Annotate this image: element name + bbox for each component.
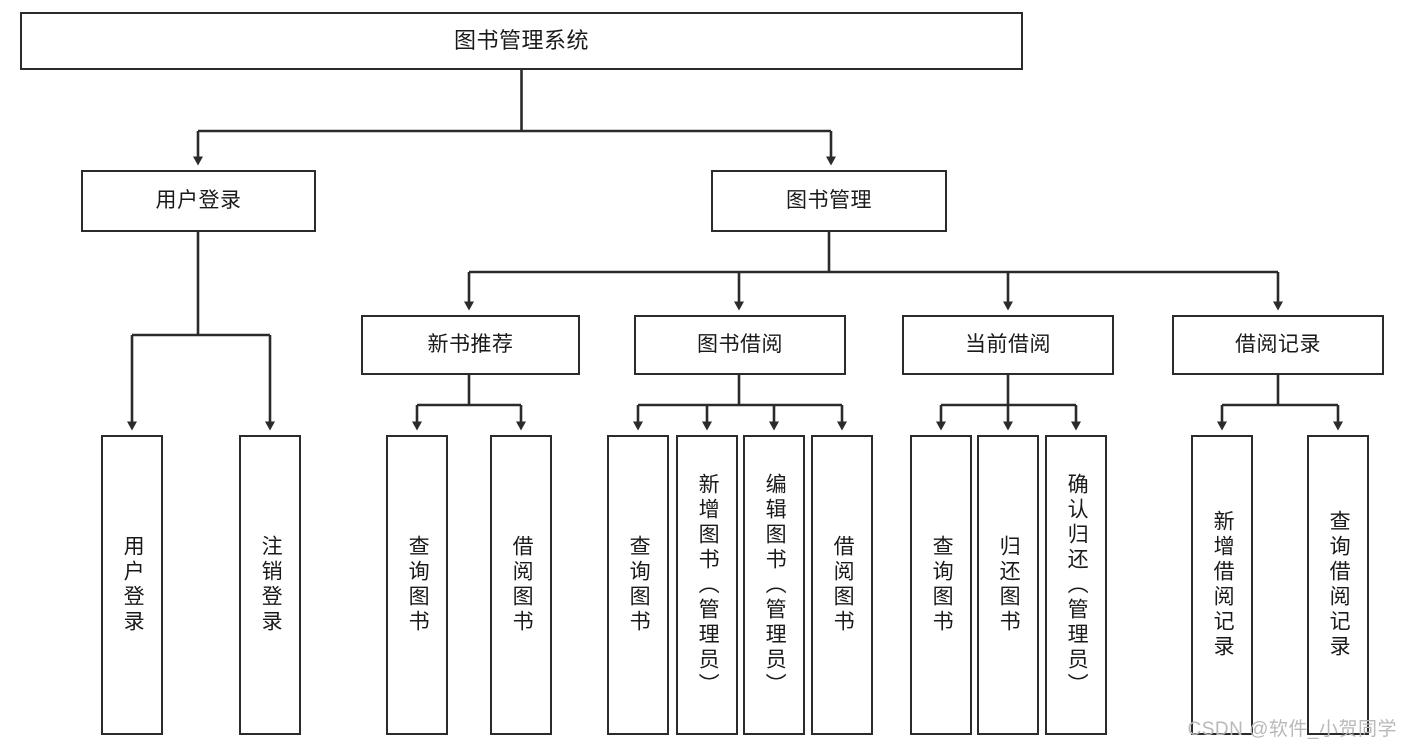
node-leaf-logout-login-label: 注销登录	[259, 535, 283, 635]
node-leaf-borrow-book-1-label: 借阅图书	[510, 535, 534, 635]
node-book-manage-label: 图书管理	[786, 188, 872, 212]
node-leaf-logout-login[interactable]: 注销登录	[239, 435, 301, 735]
node-leaf-return-book[interactable]: 归还图书	[977, 435, 1039, 735]
node-leaf-add-record-label: 新增借阅记录	[1211, 510, 1235, 660]
node-new-book-recommend-label: 新书推荐	[427, 332, 514, 356]
node-leaf-query-record-label: 查询借阅记录	[1327, 510, 1351, 660]
node-user-login[interactable]: 用户登录	[81, 170, 316, 232]
node-leaf-edit-book[interactable]: 编辑图书（管理员）	[743, 435, 805, 735]
node-current-borrow[interactable]: 当前借阅	[902, 315, 1114, 375]
node-book-borrow[interactable]: 图书借阅	[634, 315, 846, 375]
node-book-manage[interactable]: 图书管理	[711, 170, 947, 232]
node-leaf-query-book-3[interactable]: 查询图书	[910, 435, 972, 735]
node-leaf-query-book-1-label: 查询图书	[406, 535, 430, 635]
node-leaf-add-book[interactable]: 新增图书（管理员）	[676, 435, 738, 735]
node-leaf-query-book-3-label: 查询图书	[930, 535, 954, 635]
node-user-login-label: 用户登录	[155, 188, 242, 212]
node-leaf-borrow-book-1[interactable]: 借阅图书	[490, 435, 552, 735]
node-leaf-confirm-return-label: 确认归还（管理员）	[1065, 472, 1089, 698]
node-leaf-add-book-label: 新增图书（管理员）	[696, 472, 720, 698]
node-leaf-borrow-book-2[interactable]: 借阅图书	[811, 435, 873, 735]
node-leaf-query-book-2[interactable]: 查询图书	[607, 435, 669, 735]
node-leaf-query-book-2-label: 查询图书	[627, 535, 651, 635]
node-leaf-query-record[interactable]: 查询借阅记录	[1307, 435, 1369, 735]
node-borrow-record[interactable]: 借阅记录	[1172, 315, 1384, 375]
watermark-text: CSDN @软件_小贺同学	[1187, 719, 1397, 740]
node-root[interactable]: 图书管理系统	[20, 12, 1023, 70]
node-leaf-add-record[interactable]: 新增借阅记录	[1191, 435, 1253, 735]
node-current-borrow-label: 当前借阅	[965, 332, 1051, 356]
node-leaf-return-book-label: 归还图书	[997, 535, 1021, 635]
node-root-label: 图书管理系统	[453, 28, 589, 54]
node-leaf-confirm-return[interactable]: 确认归还（管理员）	[1045, 435, 1107, 735]
node-leaf-user-login-label: 用户登录	[121, 535, 145, 635]
node-leaf-query-book-1[interactable]: 查询图书	[386, 435, 448, 735]
node-leaf-user-login[interactable]: 用户登录	[101, 435, 163, 735]
node-leaf-borrow-book-2-label: 借阅图书	[831, 535, 855, 635]
node-book-borrow-label: 图书借阅	[697, 332, 783, 356]
node-new-book-recommend[interactable]: 新书推荐	[361, 315, 580, 375]
node-leaf-edit-book-label: 编辑图书（管理员）	[763, 472, 787, 698]
node-borrow-record-label: 借阅记录	[1235, 332, 1321, 356]
